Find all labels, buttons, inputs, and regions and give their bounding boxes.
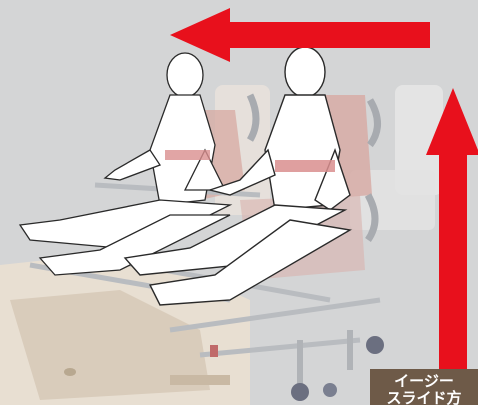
front-seat-belt: [275, 160, 335, 172]
bath-step: [170, 375, 230, 385]
label-line-2: スライド方: [370, 390, 478, 405]
caster-wheel-1: [291, 383, 309, 401]
caster-wheel-2: [366, 336, 384, 354]
drain-icon: [64, 368, 76, 376]
frame-clip: [210, 345, 218, 357]
caster-wheel-3: [323, 383, 337, 397]
label-line-1: イージー: [370, 373, 478, 390]
slide-direction-label: イージー スライド方: [370, 369, 478, 405]
rear-seat-belt: [165, 150, 210, 160]
